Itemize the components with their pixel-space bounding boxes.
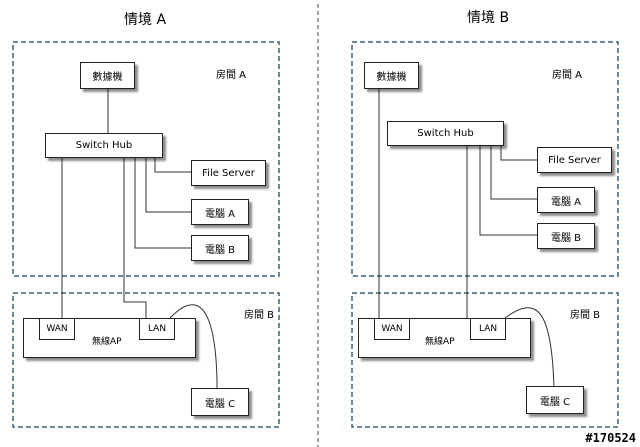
wan-port: WAN [374, 318, 410, 340]
lan-port: LAN [470, 318, 506, 340]
wireless-ap-label: 無線AP [425, 337, 455, 347]
scenario-b-title: 情境 B [467, 10, 510, 26]
lan-port: LAN [139, 318, 175, 340]
switch-hub-box: Switch Hub [45, 133, 163, 158]
watermark-id: #170524 [585, 431, 636, 445]
room-b-label: 房間 B [570, 310, 601, 321]
pc-a-box: 電腦 A [191, 199, 249, 225]
room-b-border-left [12, 292, 280, 428]
room-a-label: 房間 A [552, 70, 583, 81]
room-b-border-right [351, 292, 619, 428]
pc-b-box: 電腦 B [191, 235, 249, 261]
room-a-label: 房間 A [216, 70, 247, 81]
pc-b-box: 電腦 B [537, 223, 595, 249]
file-server-box: File Server [191, 160, 266, 186]
room-a-border-left [12, 41, 280, 277]
pc-c-box: 電腦 C [526, 386, 584, 414]
room-a-border-right [351, 41, 619, 277]
modem-box: 數據機 [364, 62, 419, 89]
wan-port: WAN [39, 318, 75, 340]
modem-box: 數據機 [80, 62, 135, 89]
scenario-a-title: 情境 A [124, 12, 167, 28]
wiring-scenario-b [378, 88, 560, 400]
wireless-ap-label: 無線AP [92, 337, 122, 347]
room-b-label: 房間 B [244, 310, 275, 321]
wiring-scenario-a [61, 88, 221, 395]
switch-hub-box: Switch Hub [387, 121, 504, 146]
pc-a-box: 電腦 A [537, 187, 595, 213]
file-server-box: File Server [537, 147, 612, 173]
pc-c-box: 電腦 C [191, 388, 249, 416]
